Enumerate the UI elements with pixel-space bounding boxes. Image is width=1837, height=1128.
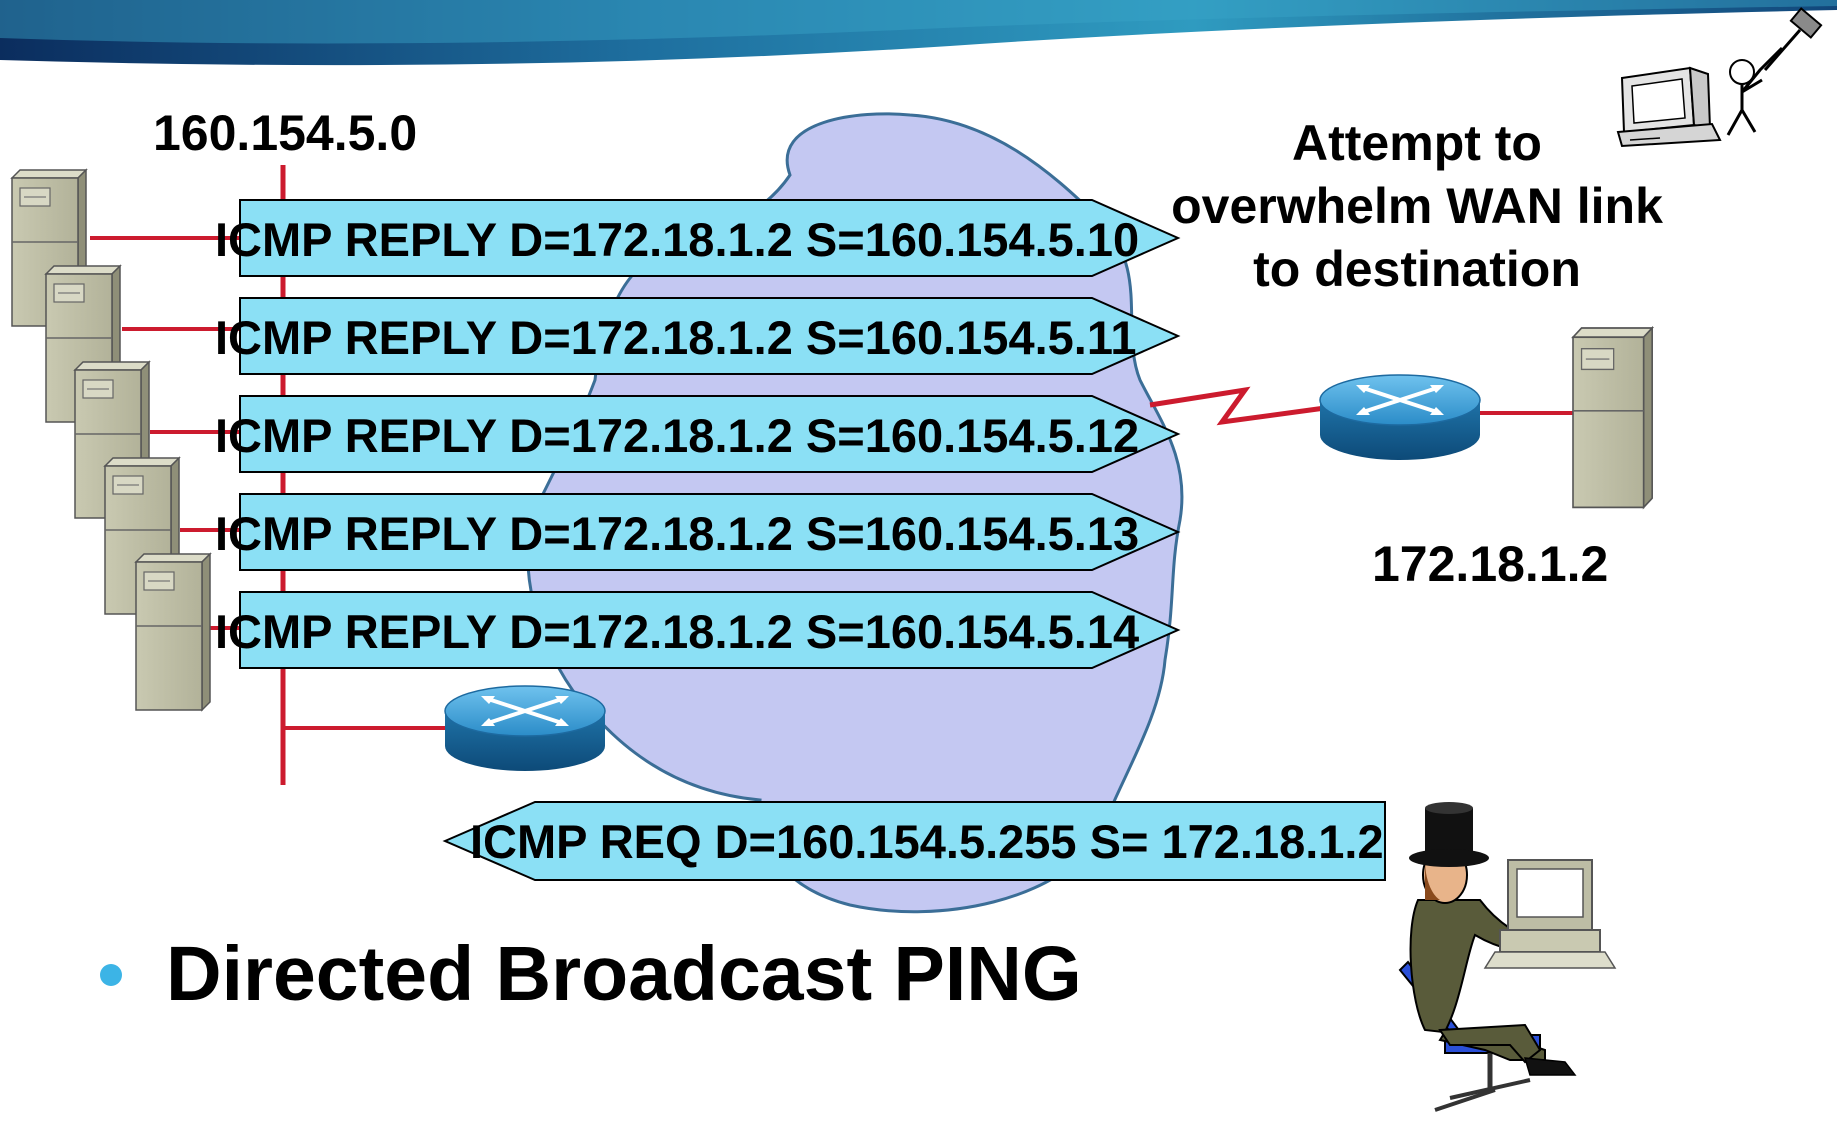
bullet-text: Directed Broadcast PING — [166, 931, 1082, 1017]
reply-arrow: ICMP REPLY D=172.18.1.2 S=160.154.5.13 — [215, 493, 1181, 571]
header-banner-highlight — [0, 0, 1837, 44]
wan-link — [1149, 386, 1326, 426]
target-server-icon — [1572, 327, 1654, 509]
target-router-icon — [1318, 373, 1482, 462]
attack-annotation: Attempt to overwhelm WAN link to destina… — [1171, 115, 1663, 297]
request-arrow: ICMP REQ D=160.154.5.255 S= 172.18.1.2 — [442, 801, 1386, 881]
bullet-item: Directed Broadcast PING — [100, 930, 1082, 1019]
request-arrow-label: ICMP REQ D=160.154.5.255 S= 172.18.1.2 — [470, 815, 1384, 868]
header-banner — [0, 0, 1837, 66]
reply-arrow: ICMP REPLY D=172.18.1.2 S=160.154.5.12 — [215, 395, 1181, 473]
reply-arrow-label: ICMP REPLY D=172.18.1.2 S=160.154.5.13 — [215, 507, 1139, 560]
bullet-icon — [100, 963, 122, 986]
lan-router-icon — [443, 684, 607, 773]
reply-arrow-label: ICMP REPLY D=172.18.1.2 S=160.154.5.12 — [215, 409, 1139, 462]
reply-arrow: ICMP REPLY D=172.18.1.2 S=160.154.5.14 — [215, 591, 1181, 669]
server-icon — [135, 553, 211, 711]
reply-arrow: ICMP REPLY D=172.18.1.2 S=160.154.5.11 — [215, 297, 1181, 375]
network-address-label: 160.154.5.0 — [153, 105, 418, 161]
reply-arrow: ICMP REPLY D=172.18.1.2 S=160.154.5.10 — [215, 199, 1181, 277]
target-address-label: 172.18.1.2 — [1372, 536, 1609, 592]
reply-arrow-label: ICMP REPLY D=172.18.1.2 S=160.154.5.14 — [215, 605, 1139, 658]
attacker-illustration — [1398, 802, 1617, 1112]
reply-arrow-label: ICMP REPLY D=172.18.1.2 S=160.154.5.11 — [215, 311, 1137, 364]
frustrated-user-illustration — [1616, 7, 1823, 148]
reply-arrow-label: ICMP REPLY D=172.18.1.2 S=160.154.5.10 — [215, 213, 1139, 266]
